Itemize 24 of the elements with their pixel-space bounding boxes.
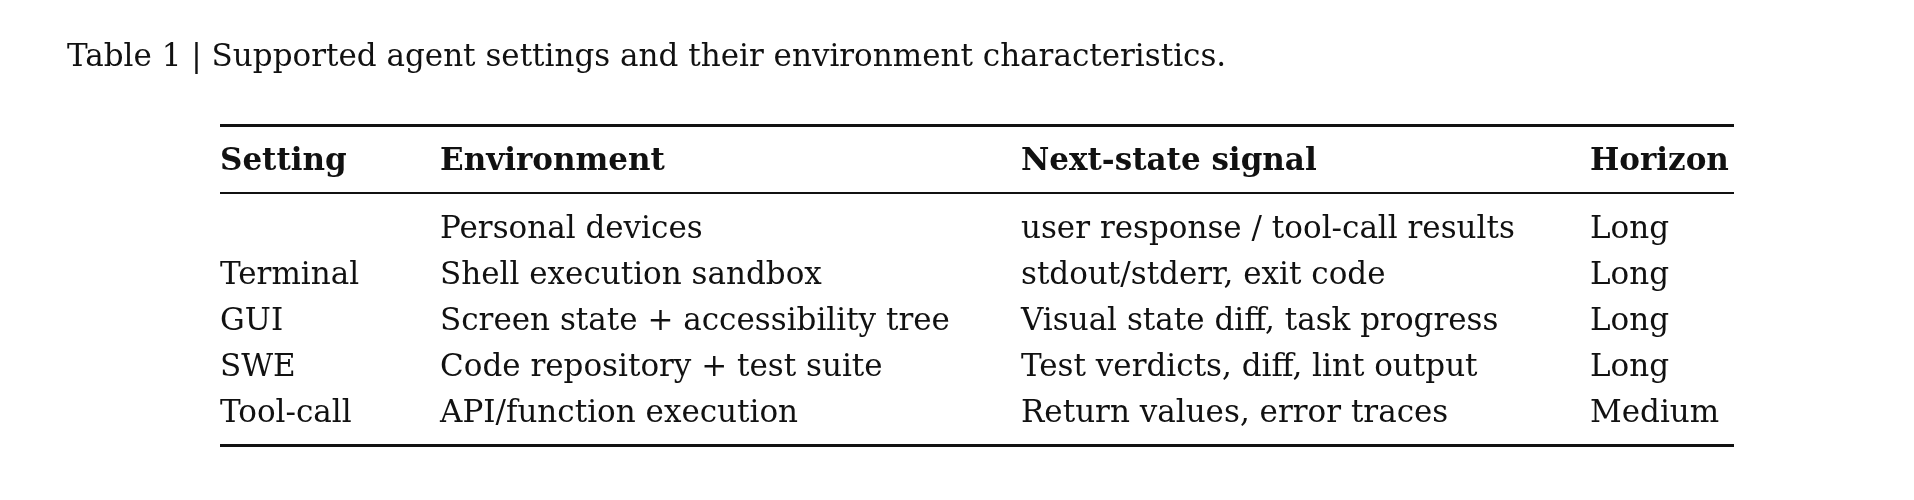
table-cell: Long <box>1590 208 1670 246</box>
table-cell: Long <box>1590 300 1670 338</box>
table-cell: Shell execution sandbox <box>440 254 822 292</box>
table-cell: Medium <box>1590 392 1720 430</box>
table-cell: Visual state diff, task progress <box>1021 300 1499 338</box>
column-header: Horizon <box>1590 140 1729 178</box>
table-cell: API/function execution <box>440 392 799 430</box>
table-cell: GUI <box>220 300 284 338</box>
table-caption: Table 1 | Supported agent settings and their environment characteristics. <box>67 36 1227 74</box>
table-cell: stdout/stderr, exit code <box>1021 254 1386 292</box>
table-cell: Terminal <box>220 254 360 292</box>
table-cell: Long <box>1590 254 1670 292</box>
column-header: Setting <box>220 140 347 178</box>
table-cell: Test verdicts, diff, lint output <box>1021 346 1478 384</box>
table-cell: Screen state + accessibility tree <box>440 300 950 338</box>
table-cell: user response / tool-call results <box>1021 208 1515 246</box>
table-cell: Return values, error traces <box>1021 392 1449 430</box>
table-cell: Long <box>1590 346 1670 384</box>
column-header: Environment <box>440 140 665 178</box>
table-cell: Code repository + test suite <box>440 346 883 384</box>
table-cell: Tool-call <box>220 392 352 430</box>
table-cell: SWE <box>220 346 296 384</box>
table-cell: Personal devices <box>440 208 703 246</box>
column-header: Next-state signal <box>1021 140 1317 178</box>
